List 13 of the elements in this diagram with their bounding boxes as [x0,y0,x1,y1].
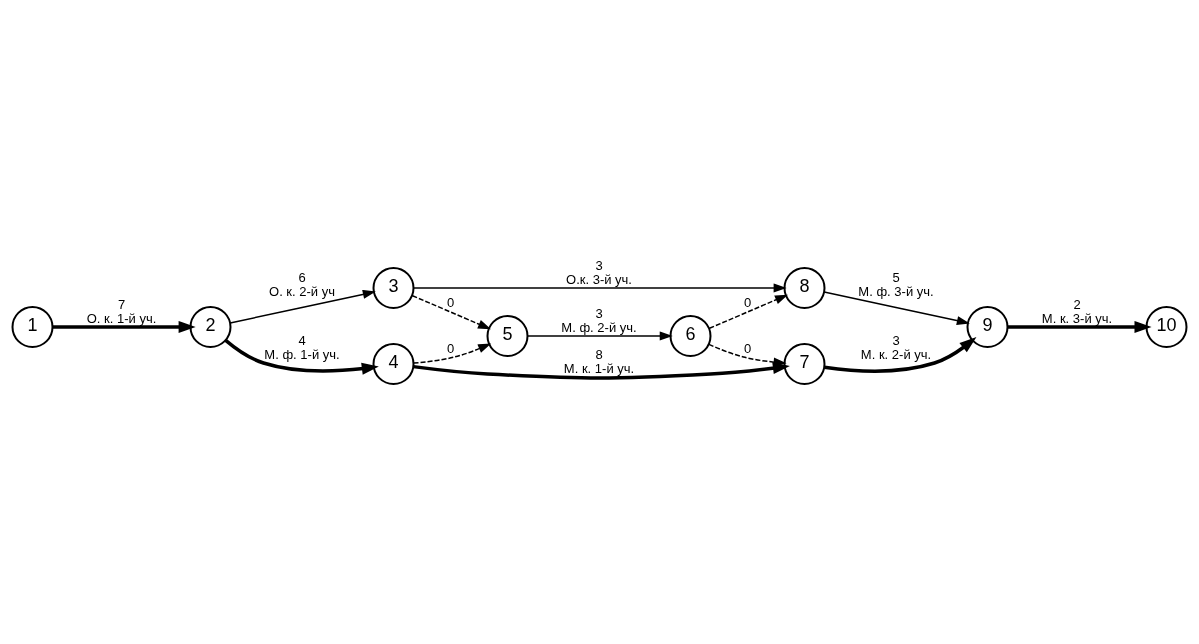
edge-label: 0 [446,341,455,357]
edge-label: 5 М. ф. 3-й уч. [858,270,934,300]
edge-label: 0 [743,341,752,357]
edge-label: 3 О.к. 3-й уч. [566,258,632,288]
edge-label: 0 [743,295,752,311]
edge-label: 7 О. к. 1-й уч. [86,297,157,327]
edge-label: 3 М. ф. 2-й уч. [561,306,637,336]
edge-label: 4 М. ф. 1-й уч. [264,333,340,363]
edge-label: 3 М. к. 2-й уч. [860,333,932,363]
edge-label: 6 О. к. 2-й уч [269,270,335,300]
edge-label: 0 [446,295,455,311]
edge-label: 8 М. к. 1-й уч. [563,347,635,377]
edge-label: 2 М. к. 3-й уч. [1041,297,1113,327]
